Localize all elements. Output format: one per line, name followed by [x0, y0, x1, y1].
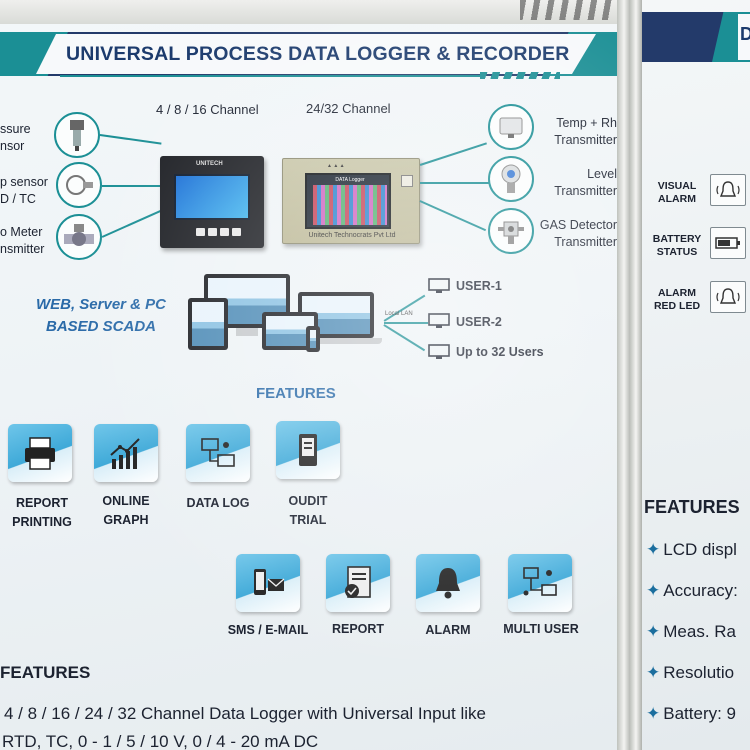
- data-log-label: DATA LOG: [186, 496, 250, 510]
- audit-trail-icon: [299, 434, 317, 466]
- pressure-sensor-icon: [54, 112, 100, 158]
- banner-header: UNIVERSAL PROCESS DATA LOGGER & RECORDER: [0, 32, 617, 76]
- user-1-label: USER-1: [456, 279, 502, 293]
- alarm-tile: [416, 554, 480, 612]
- battery-status-indicator: [710, 227, 746, 259]
- sensor-label-temperature: p sensor D / TC: [0, 175, 48, 206]
- features-title: FEATURES: [256, 385, 336, 402]
- online-graph-label: ONLINE GRAPH: [102, 494, 150, 527]
- user-monitor-icon: [428, 313, 450, 328]
- visual-alarm-indicator: [710, 174, 746, 206]
- right-banner: D VISUAL ALARM BATTERY STATUS ALARM RED …: [642, 0, 750, 750]
- right-feature-item: ✦Battery: 9: [646, 704, 737, 723]
- multi-user-tile: [508, 554, 572, 612]
- frame-pole: [630, 0, 642, 750]
- banner-title: UNIVERSAL PROCESS DATA LOGGER & RECORDER: [66, 43, 570, 65]
- alarm-bell-icon: [436, 568, 460, 599]
- audit-trail-label: OUDIT TRIAL: [288, 494, 328, 527]
- temp-rh-transmitter-icon: [488, 104, 534, 150]
- device-badge: [401, 175, 413, 187]
- sms-email-label: SMS / E-MAIL: [227, 623, 309, 637]
- multi-user-icon: [523, 567, 557, 596]
- online-graph-tile: [94, 424, 158, 482]
- user-monitor-icon: [428, 344, 450, 359]
- multi-user-label: MULTI USER: [503, 622, 579, 636]
- gas-detector-icon: [488, 208, 534, 254]
- alarm-bell-icon: [716, 181, 740, 197]
- transmitter-label-temp-rh: Temp + Rh Transmitter: [554, 116, 617, 147]
- right-feature-item: ✦Meas. Ra: [646, 622, 736, 641]
- transmitter-label-level: Level Transmitter: [554, 167, 617, 198]
- channels-small-label: 4 / 8 / 16 Channel: [156, 102, 259, 117]
- header-underline: [60, 75, 480, 77]
- battery-status-label: BATTERY STATUS: [652, 233, 702, 258]
- report-label: REPORT: [331, 622, 385, 636]
- header-stripe: [480, 72, 560, 79]
- right-feature-item: ✦LCD displ: [646, 540, 737, 559]
- phone: [306, 326, 320, 352]
- sensor-label-flow: o Meter nsmitter: [0, 225, 45, 256]
- device-screen: [174, 174, 250, 220]
- sms-email-icon: [254, 569, 285, 595]
- ceiling-decal: [520, 0, 612, 20]
- main-banner: UNIVERSAL PROCESS DATA LOGGER & RECORDER…: [0, 24, 617, 750]
- sensor-label-pressure: ssure nsor: [0, 122, 31, 153]
- flow-meter-icon: [56, 214, 102, 260]
- audit-trail-tile: [276, 421, 340, 479]
- alarm-red-led-indicator: [710, 281, 746, 313]
- report-printing-tile: [8, 424, 72, 482]
- bottom-features-title: FEATURES: [0, 663, 91, 682]
- data-log-tile: [186, 424, 250, 482]
- alarm-red-led-label: ALARM RED LED: [653, 287, 701, 312]
- printer-icon: [25, 437, 55, 470]
- data-logger-panel-24-32ch: ▲ ▲ ▲ DATA Logger Unitech Technocrats Pv…: [282, 158, 420, 244]
- device-screen: DATA Logger: [305, 173, 391, 229]
- tablet: [188, 298, 228, 350]
- sms-email-tile: [236, 554, 300, 612]
- visual-alarm-label: VISUAL ALARM: [657, 180, 697, 205]
- battery-icon: [715, 237, 740, 249]
- user-monitor-icon: [428, 278, 450, 293]
- device-buttons: [196, 228, 241, 236]
- temperature-sensor-icon: [56, 162, 102, 208]
- level-transmitter-icon: [488, 156, 534, 202]
- alarm-label: ALARM: [425, 623, 471, 637]
- alarm-bell-icon: [716, 288, 740, 304]
- graph-icon: [110, 438, 140, 469]
- user-2-label: USER-2: [456, 315, 502, 329]
- data-logger-panel-4-16ch: UNITECH: [160, 156, 264, 248]
- report-tile: [326, 554, 390, 612]
- device-maker: Unitech Technocrats Pvt Ltd: [308, 232, 396, 239]
- report-printing-label: REPORT PRINTING: [12, 496, 72, 529]
- right-feature-item: ✦Accuracy:: [646, 581, 738, 600]
- channels-big-label: 24/32 Channel: [306, 101, 391, 116]
- description-line-1: 4 / 8 / 16 / 24 / 32 Channel Data Logger…: [4, 704, 486, 723]
- scada-label: WEB, Server & PC BASED SCADA: [35, 296, 167, 335]
- transmitter-label-gas: GAS Detector Transmitter: [539, 218, 617, 249]
- users-max-label: Up to 32 Users: [456, 345, 544, 359]
- right-banner-title: D: [740, 24, 750, 44]
- right-features-title: FEATURES: [644, 497, 740, 517]
- description-line-2: RTD, TC, 0 - 1 / 5 / 10 V, 0 / 4 - 20 mA…: [2, 732, 319, 750]
- frame-pole: [617, 0, 631, 750]
- right-feature-item: ✦Resolutio: [646, 663, 735, 682]
- data-log-icon: [201, 438, 235, 467]
- lan-label: Local LAN: [385, 311, 413, 317]
- report-icon: [345, 566, 371, 598]
